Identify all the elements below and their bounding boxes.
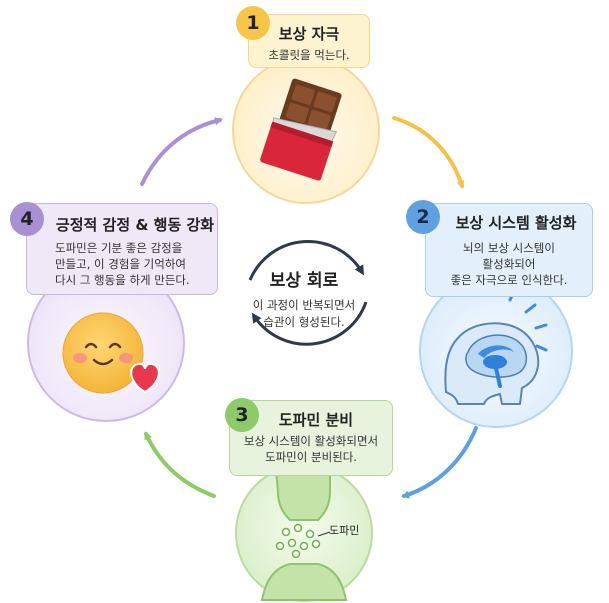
step-2-badge: 2 [406, 200, 440, 234]
step-2-desc-line: 활성화되어 [482, 257, 536, 271]
brain-illustration [419, 274, 573, 428]
step-1-badge: 1 [236, 6, 270, 40]
step-3-title: 도파민 분비 [278, 411, 354, 429]
step-3-desc-line: 보상 시스템이 활성화되면서 [243, 434, 379, 448]
center-cycle-bottom [251, 301, 368, 346]
smiley-heart-illustration [27, 264, 185, 422]
step-4-card: 긍정적 감정 & 행동 강화 도파민은 기분 좋은 감정을 만들고, 이 경험을… [26, 203, 218, 295]
arrow-3-to-4 [144, 431, 216, 498]
step-2-desc: 뇌의 보상 시스템이 활성화되어 좋은 자극으로 인식한다. [426, 240, 592, 288]
step-3-desc-line: 도파민이 분비된다. [265, 450, 357, 464]
dopamine-label: 도파민 [329, 524, 360, 537]
step-3-card: 도파민 분비 보상 시스템이 활성화되면서 도파민이 분비된다. [229, 400, 393, 476]
chocolate-illustration [232, 56, 380, 204]
step-4-desc-line: 다시 그 행동을 하게 만든다. [55, 273, 190, 287]
arrow-4-to-1 [140, 117, 223, 186]
center-desc: 이 과정이 반복되면서 습관이 형성된다. [245, 297, 363, 331]
step-3-badge: 3 [225, 398, 259, 432]
step-4-desc-line: 만들고, 이 경험을 기억하여 [55, 257, 187, 271]
step-4-desc: 도파민은 기분 좋은 감정을 만들고, 이 경험을 기억하여 다시 그 행동을 … [37, 240, 209, 288]
step-1-desc: 초콜릿을 먹는다. [268, 48, 350, 62]
step-4-desc-line: 도파민은 기분 좋은 감정을 [55, 241, 183, 255]
center-title: 보상 회로 [269, 271, 339, 291]
step-2-title: 보상 시스템 활성화 [455, 214, 577, 232]
synapse-illustration [235, 464, 373, 602]
step-3-desc: 보상 시스템이 활성화되면서 도파민이 분비된다. [230, 433, 392, 465]
step-4-badge: 4 [10, 202, 44, 236]
step-2-desc-line: 뇌의 보상 시스템이 [463, 241, 555, 255]
step-2-desc-line: 좋은 자극으로 인식한다. [450, 273, 568, 287]
arrow-1-to-2 [392, 116, 465, 189]
step-1-title: 보상 자극 [278, 25, 340, 43]
step-4-title: 긍정적 감정 & 행동 강화 [55, 216, 215, 234]
center-desc-line: 이 과정이 반복되면서 [252, 298, 356, 312]
center-cycle-top [248, 240, 365, 281]
arrow-2-to-3 [401, 426, 478, 499]
step-2-card: 보상 시스템 활성화 뇌의 보상 시스템이 활성화되어 좋은 자극으로 인식한다… [425, 203, 593, 297]
center-desc-line: 습관이 형성된다. [263, 315, 345, 329]
